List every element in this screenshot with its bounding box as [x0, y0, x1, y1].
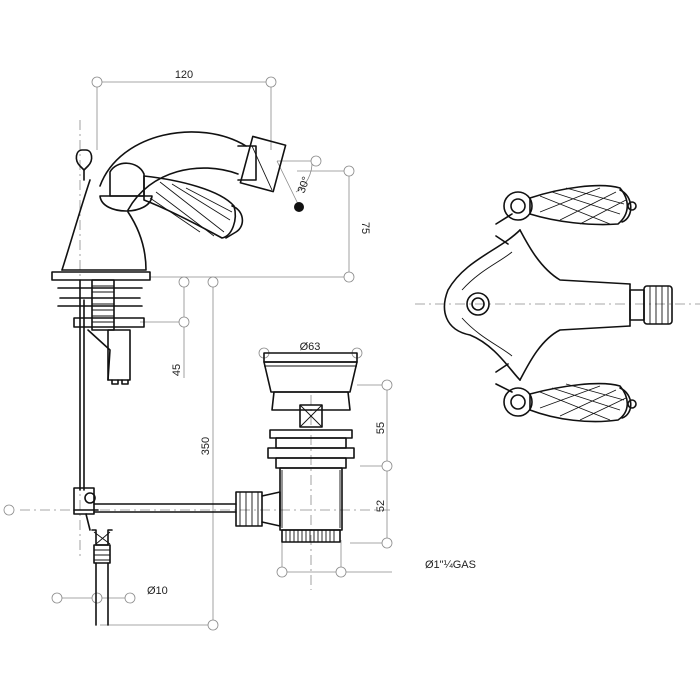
dim-height-75: 75 [359, 222, 371, 234]
mixer-top-view [443, 184, 673, 423]
spray-point-marker [294, 202, 304, 212]
dim-length-350: 350 [200, 437, 212, 455]
dim-thread-gas: Ø1"¼GAS [425, 559, 476, 571]
dim-angle-30: 30° [296, 175, 313, 195]
popup-waste-view [235, 352, 358, 543]
reference-nodes [3, 76, 393, 631]
dim-width-120: 120 [175, 69, 193, 81]
dim-diameter-10: Ø10 [147, 585, 168, 597]
dim-height-52: 52 [375, 500, 387, 512]
dim-height-55: 55 [375, 422, 387, 434]
dim-diameter-63: Ø63 [300, 341, 321, 353]
dim-depth-45: 45 [171, 364, 183, 376]
mixer-side-view [51, 131, 287, 626]
